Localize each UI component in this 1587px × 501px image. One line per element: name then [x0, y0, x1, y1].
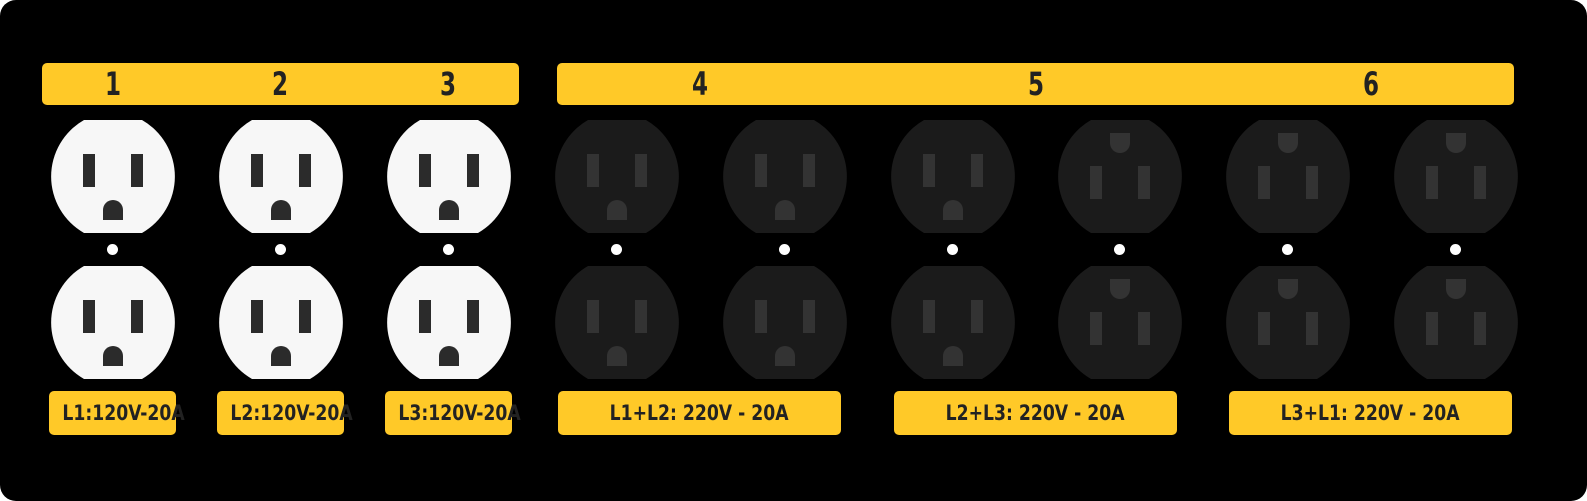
outlet-3-bottom[interactable]: [384, 266, 514, 379]
outlet-2-top[interactable]: [216, 120, 346, 233]
circuit-number-3: 3: [439, 65, 457, 103]
circuit-label-5: L2+L3: 220V - 20A: [894, 391, 1177, 435]
outlet-4b-bottom[interactable]: [720, 266, 850, 379]
screw-6a: [1282, 244, 1293, 255]
circuit-label-6: L3+L1: 220V - 20A: [1229, 391, 1512, 435]
circuit-label-3-text: L3:120V-20A: [398, 401, 521, 425]
circuit-label-2: L2:120V-20A: [217, 391, 353, 435]
outlet-1-top[interactable]: [48, 120, 178, 233]
screw-2: [275, 244, 286, 255]
outlet-6a-top[interactable]: [1223, 120, 1353, 233]
circuit-number-2: 2: [271, 65, 289, 103]
circuit-label-1-text: L1:120V-20A: [62, 401, 185, 425]
circuit-number-4: 4: [691, 65, 709, 103]
outlet-2-bottom[interactable]: [216, 266, 346, 379]
screw-1: [107, 244, 118, 255]
outlet-4a-top[interactable]: [552, 120, 682, 233]
screw-5a: [947, 244, 958, 255]
outlet-4b-top[interactable]: [720, 120, 850, 233]
outlet-5b-top[interactable]: [1055, 120, 1185, 233]
circuit-label-5-text: L2+L3: 220V - 20A: [946, 401, 1125, 425]
outlet-5a-bottom[interactable]: [888, 266, 1018, 379]
outlet-5b-bottom[interactable]: [1055, 266, 1185, 379]
screw-4b: [779, 244, 790, 255]
screw-6b: [1450, 244, 1461, 255]
outlet-6b-top[interactable]: [1391, 120, 1521, 233]
header-bar-220v: [557, 63, 1514, 105]
outlet-1-bottom[interactable]: [48, 266, 178, 379]
outlet-6a-bottom[interactable]: [1223, 266, 1353, 379]
circuit-label-2-text: L2:120V-20A: [230, 401, 353, 425]
screw-3: [443, 244, 454, 255]
header-bar-120v: [42, 63, 519, 105]
outlet-4a-bottom[interactable]: [552, 266, 682, 379]
screw-5b: [1114, 244, 1125, 255]
circuit-number-6: 6: [1362, 65, 1380, 103]
circuit-label-4-text: L1+L2: 220V - 20A: [610, 401, 789, 425]
circuit-label-4: L1+L2: 220V - 20A: [558, 391, 841, 435]
circuit-label-1: L1:120V-20A: [49, 391, 185, 435]
circuit-number-5: 5: [1027, 65, 1045, 103]
circuit-label-6-text: L3+L1: 220V - 20A: [1281, 401, 1460, 425]
circuit-label-3: L3:120V-20A: [385, 391, 521, 435]
outlet-3-top[interactable]: [384, 120, 514, 233]
outlet-6b-bottom[interactable]: [1391, 266, 1521, 379]
outlet-5a-top[interactable]: [888, 120, 1018, 233]
screw-4a: [611, 244, 622, 255]
circuit-number-1: 1: [104, 65, 122, 103]
